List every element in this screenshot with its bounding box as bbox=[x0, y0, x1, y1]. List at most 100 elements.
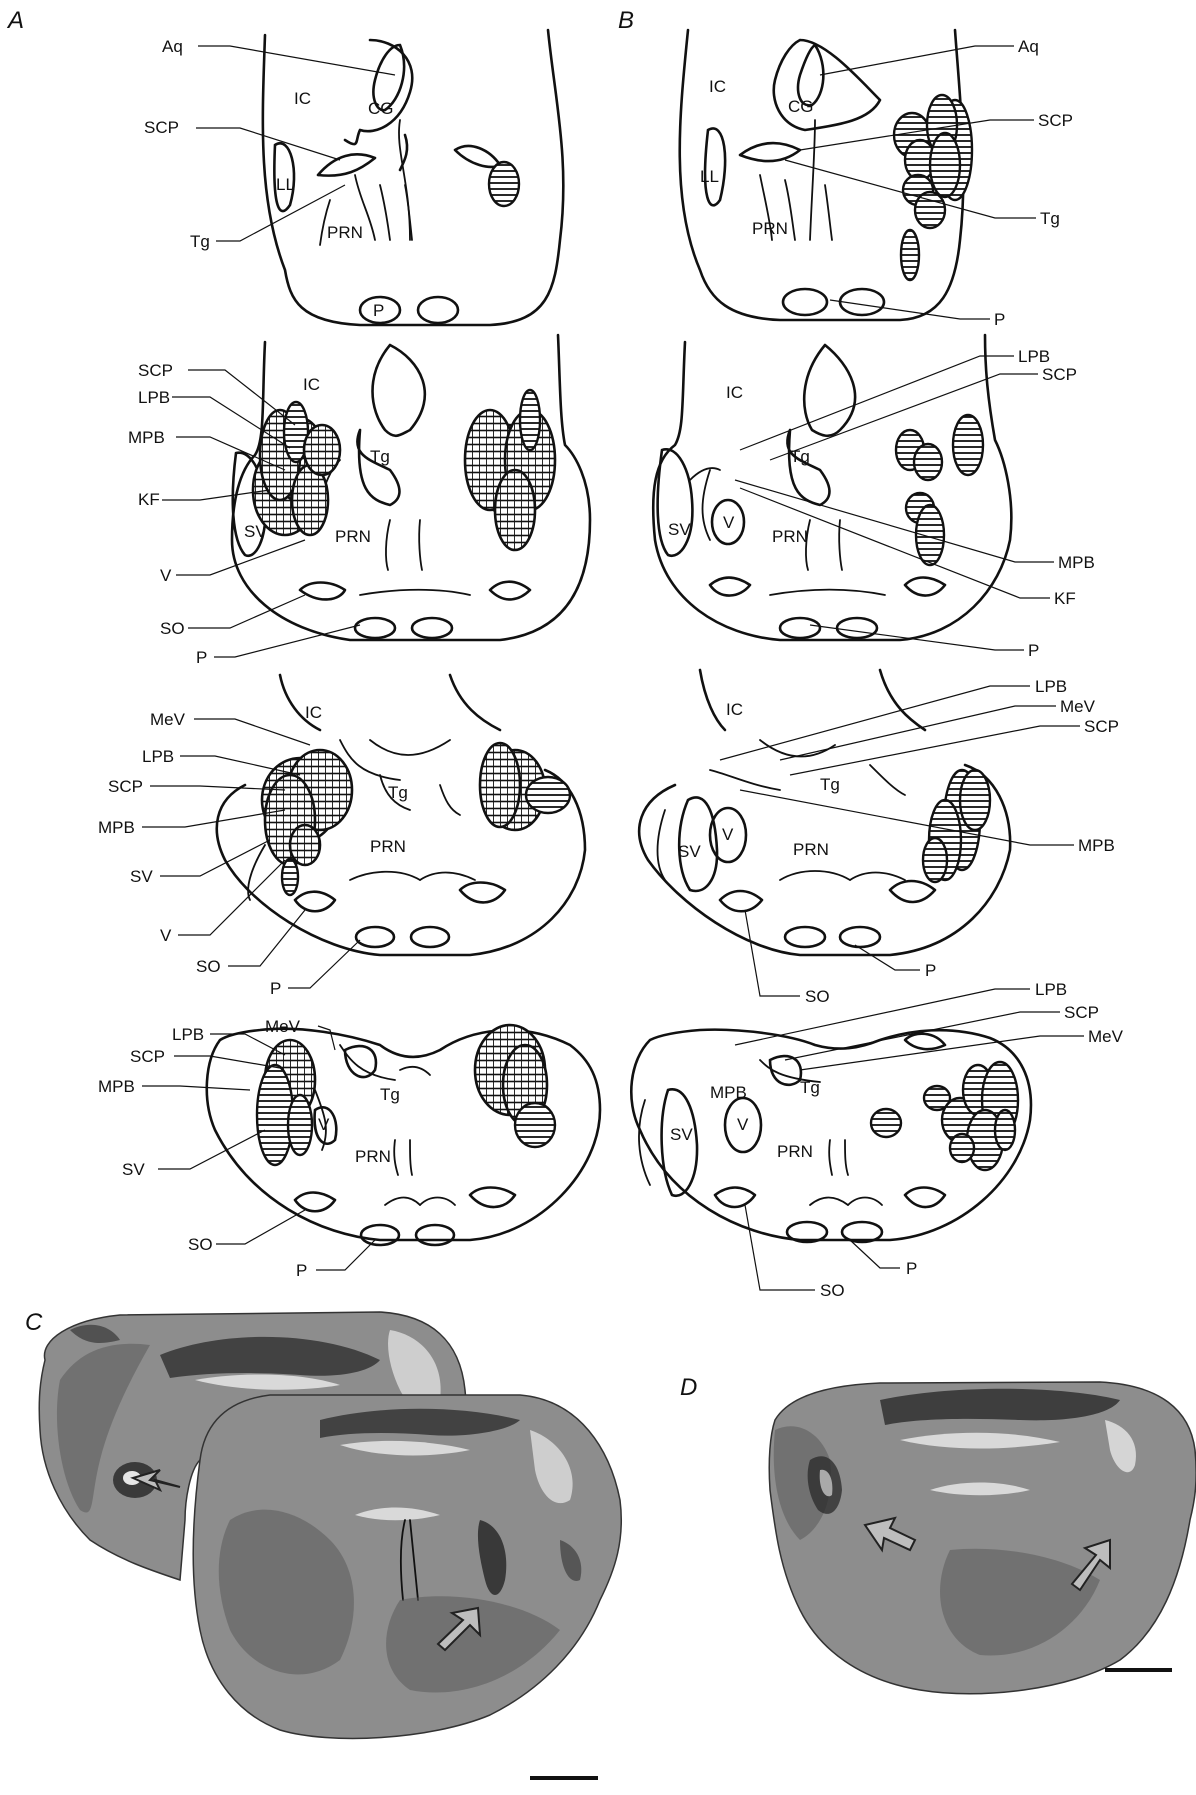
label-ic: IC bbox=[726, 700, 743, 719]
label-p: P bbox=[906, 1259, 917, 1278]
label-tg: Tg bbox=[190, 232, 210, 251]
label-mpb: MPB bbox=[128, 428, 165, 447]
section-b1: IC CG LL PRN Aq SCP Tg P bbox=[680, 30, 1073, 329]
label-prn: PRN bbox=[793, 840, 829, 859]
label-ic: IC bbox=[303, 375, 320, 394]
label-lpb: LPB bbox=[1035, 980, 1067, 999]
label-prn: PRN bbox=[335, 527, 371, 546]
section-a2: IC Tg SV PRN SCP LPB MPB KF V SO P bbox=[128, 335, 590, 667]
label-sv: SV bbox=[244, 522, 267, 541]
label-v: V bbox=[722, 825, 734, 844]
label-sv: SV bbox=[130, 867, 153, 886]
lesion-cluster-b4 bbox=[871, 1062, 1018, 1170]
label-v: V bbox=[160, 566, 172, 585]
label-so: SO bbox=[188, 1235, 213, 1254]
panel-d bbox=[769, 1382, 1196, 1694]
label-sv: SV bbox=[670, 1125, 693, 1144]
label-ic: IC bbox=[294, 89, 311, 108]
lesion-cluster-a3-left bbox=[262, 750, 352, 895]
panel-label-a: A bbox=[6, 7, 24, 34]
section-b4: MPB Tg SV V PRN LPB SCP MeV P SO bbox=[631, 980, 1123, 1300]
label-lpb: LPB bbox=[142, 747, 174, 766]
label-scp: SCP bbox=[1042, 365, 1077, 384]
lesion-cluster-b3 bbox=[923, 770, 990, 882]
label-tg: Tg bbox=[370, 447, 390, 466]
section-b3: IC Tg SV V PRN LPB MeV SCP MPB P SO bbox=[639, 670, 1119, 1006]
label-ll: LL bbox=[700, 167, 719, 186]
label-cg: CG bbox=[368, 99, 394, 118]
label-tg: Tg bbox=[380, 1085, 400, 1104]
label-cg: CG bbox=[788, 97, 814, 116]
label-p: P bbox=[270, 979, 281, 998]
label-tg: Tg bbox=[790, 447, 810, 466]
label-tg: Tg bbox=[820, 775, 840, 794]
label-v: V bbox=[723, 513, 735, 532]
panel-a: IC CG LL PRN P Aq SCP Tg bbox=[98, 30, 600, 1280]
panel-label-b: B bbox=[618, 7, 634, 34]
section-b2: IC Tg SV V PRN LPB SCP MPB KF P bbox=[653, 335, 1095, 660]
label-ic: IC bbox=[305, 703, 322, 722]
label-mev: MeV bbox=[1060, 697, 1096, 716]
label-so: SO bbox=[196, 957, 221, 976]
label-p: P bbox=[925, 961, 936, 980]
label-p: P bbox=[296, 1261, 307, 1280]
label-mpb: MPB bbox=[98, 818, 135, 837]
lesion-cluster-b1 bbox=[894, 95, 972, 280]
label-so: SO bbox=[160, 619, 185, 638]
label-lpb: LPB bbox=[1035, 677, 1067, 696]
lesion-cluster-a4-right bbox=[475, 1025, 555, 1147]
label-mev: MeV bbox=[1088, 1027, 1124, 1046]
label-scp: SCP bbox=[144, 118, 179, 137]
label-mpb: MPB bbox=[98, 1077, 135, 1096]
label-tg: Tg bbox=[1040, 209, 1060, 228]
label-sv: SV bbox=[122, 1160, 145, 1179]
label-p: P bbox=[373, 301, 384, 320]
label-mev: MeV bbox=[265, 1017, 301, 1036]
label-p: P bbox=[1028, 641, 1039, 660]
label-mpb: MPB bbox=[710, 1083, 747, 1102]
label-scp: SCP bbox=[138, 361, 173, 380]
label-lpb: LPB bbox=[172, 1025, 204, 1044]
panel-b: IC CG LL PRN Aq SCP Tg P bbox=[631, 30, 1123, 1300]
label-sv: SV bbox=[668, 520, 691, 539]
panel-label-d: D bbox=[680, 1374, 697, 1401]
section-a3: IC Tg PRN MeV LPB SCP MPB SV V SO P bbox=[98, 675, 585, 998]
lesion-cluster-a2-right bbox=[465, 390, 555, 550]
label-ic: IC bbox=[726, 383, 743, 402]
photomicrograph-d bbox=[769, 1382, 1196, 1694]
label-mev: MeV bbox=[150, 710, 186, 729]
label-aq: Aq bbox=[1018, 37, 1039, 56]
label-scp: SCP bbox=[108, 777, 143, 796]
label-prn: PRN bbox=[355, 1147, 391, 1166]
label-scp: SCP bbox=[1038, 111, 1073, 130]
label-p: P bbox=[196, 648, 207, 667]
label-kf: KF bbox=[1054, 589, 1076, 608]
panel-c bbox=[39, 1312, 621, 1778]
label-prn: PRN bbox=[327, 223, 363, 242]
label-prn: PRN bbox=[772, 527, 808, 546]
panel-label-c: C bbox=[25, 1309, 43, 1336]
label-mpb: MPB bbox=[1078, 836, 1115, 855]
label-prn: PRN bbox=[370, 837, 406, 856]
lesion-a1 bbox=[489, 162, 519, 206]
label-lpb: LPB bbox=[138, 388, 170, 407]
section-a1: IC CG LL PRN P Aq SCP Tg bbox=[144, 30, 563, 325]
label-prn: PRN bbox=[777, 1142, 813, 1161]
lesion-cluster-b2 bbox=[896, 415, 983, 565]
section-a4: Tg V PRN LPB MeV SCP MPB SV SO P bbox=[98, 1017, 600, 1280]
label-mpb: MPB bbox=[1058, 553, 1095, 572]
lesion-cluster-a2-left bbox=[253, 402, 340, 535]
label-scp: SCP bbox=[130, 1047, 165, 1066]
label-p: P bbox=[994, 310, 1005, 329]
label-so: SO bbox=[805, 987, 830, 1006]
label-ll: LL bbox=[276, 175, 295, 194]
label-kf: KF bbox=[138, 490, 160, 509]
label-ic: IC bbox=[709, 77, 726, 96]
lesion-cluster-a4-left bbox=[257, 1040, 315, 1165]
label-v: V bbox=[160, 926, 172, 945]
label-scp: SCP bbox=[1084, 717, 1119, 736]
label-prn: PRN bbox=[752, 219, 788, 238]
label-tg: Tg bbox=[388, 783, 408, 802]
photomicrograph-c-front bbox=[193, 1395, 621, 1738]
